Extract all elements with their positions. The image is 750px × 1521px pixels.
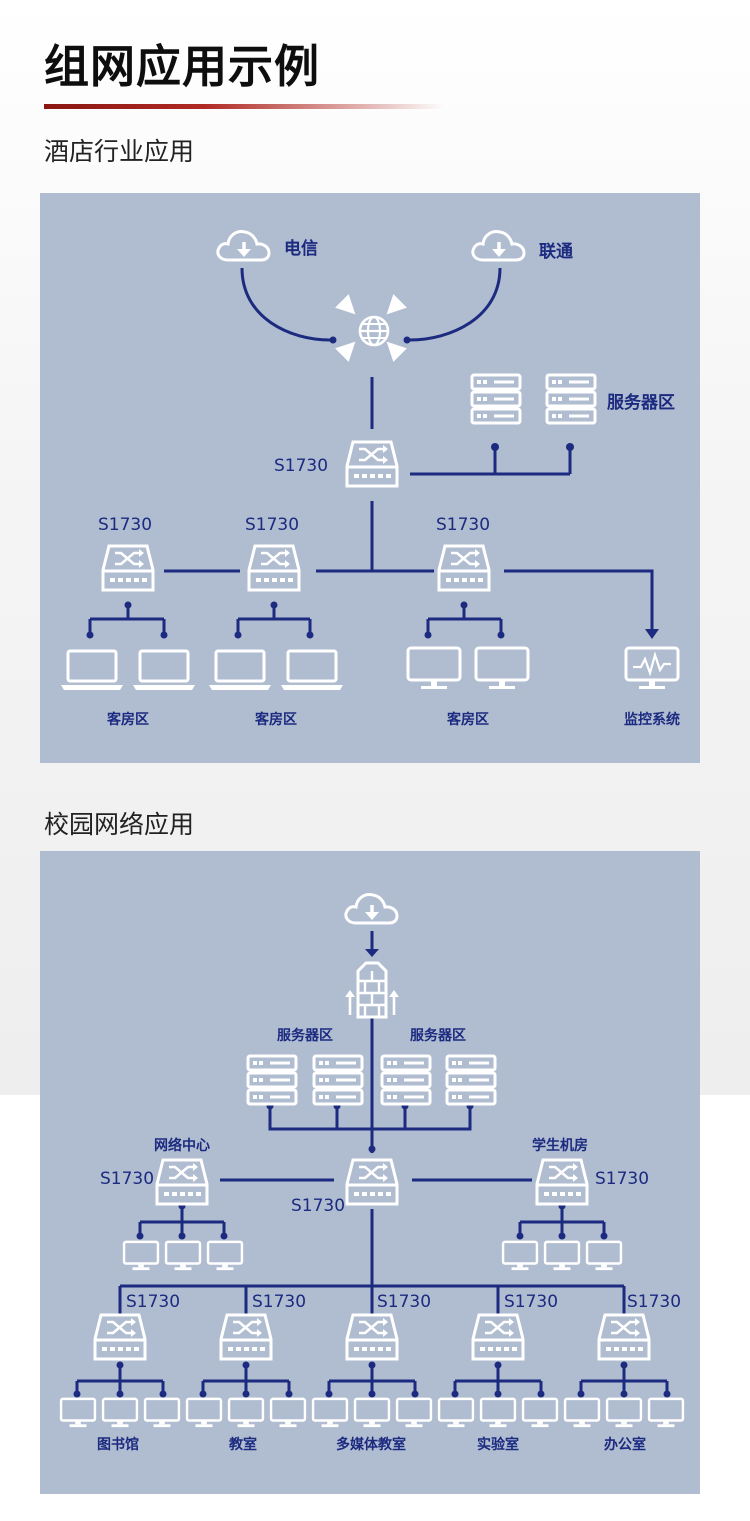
hotel-section-title: 酒店行业应用 (44, 137, 195, 166)
firewall-icon (343, 961, 401, 1019)
monitoring-screen-icon (624, 646, 680, 691)
lab-switch-icon (535, 1158, 589, 1206)
campus-server-zone-label-left: 服务器区 (277, 1027, 333, 1044)
branch-switch-label: S1730 (252, 1292, 306, 1312)
campus-core-switch-icon (345, 1158, 399, 1206)
campus-server-icon-3 (380, 1054, 432, 1106)
lab-switch-label: S1730 (595, 1169, 649, 1189)
network-center-label: 网络中心 (154, 1137, 210, 1154)
telecom-label: 电信 (284, 238, 318, 259)
campus-server-icon-4 (445, 1054, 497, 1106)
center-switch-icon (155, 1158, 209, 1206)
desktop-icon (605, 1397, 643, 1429)
laptop-icon (280, 649, 344, 692)
hotel-server-icon-1 (470, 373, 522, 425)
hotel-server-icon-2 (545, 373, 597, 425)
desktop-icon (311, 1397, 349, 1429)
branch-switch-icon (93, 1313, 147, 1361)
desktop-icon (143, 1397, 181, 1429)
desktop-icon (206, 1240, 244, 1272)
hotel-switch-left-icon (101, 544, 155, 592)
desktop-icon (227, 1397, 265, 1429)
desktop-icon (395, 1397, 433, 1429)
desktop-icon (474, 646, 530, 691)
branch-switch-icon (597, 1313, 651, 1361)
campus-diagram: 服务器区 服务器区 网络中心 学生机房 S1730 S1730 S1730 S1… (40, 851, 700, 1494)
branch-label: 图书馆 (97, 1436, 139, 1453)
room-zone-label-3: 客房区 (446, 711, 489, 728)
branch-switch-icon (219, 1313, 273, 1361)
branch-switch-label: S1730 (377, 1292, 431, 1312)
desktop-icon (563, 1397, 601, 1429)
room-zone-label-2: 客房区 (254, 711, 297, 728)
branch-office: S1730 办公室 (563, 1286, 685, 1453)
desktop-icon (353, 1397, 391, 1429)
branch-switch-label: S1730 (126, 1292, 180, 1312)
desktop-icon (543, 1240, 581, 1272)
desktop-icon (164, 1240, 202, 1272)
branch-lab: S1730 实验室 (437, 1286, 559, 1453)
unicom-link (409, 267, 502, 342)
laptop-icon (60, 649, 124, 692)
branch-label: 实验室 (477, 1436, 519, 1453)
room-zone-label-1: 客房区 (106, 711, 149, 728)
page-title: 组网应用示例 (44, 40, 321, 93)
branch-switch-icon (471, 1313, 525, 1361)
campus-server-zone-label-right: 服务器区 (410, 1027, 466, 1044)
hotel-switch-left-label: S1730 (98, 515, 152, 535)
branch-multimedia: S1730 多媒体教室 (311, 1286, 433, 1453)
desktop-icon (185, 1397, 223, 1429)
monitoring-label: 监控系统 (624, 711, 680, 728)
branch-switch-icon (345, 1313, 399, 1361)
telecom-link (240, 267, 331, 342)
branch-switch-label: S1730 (627, 1292, 681, 1312)
desktop-icon (647, 1397, 685, 1429)
hotel-diagram: 电信 联通 服务器区 S1730 S1730 S1730 S1730 客房区 客… (40, 193, 700, 763)
desktop-icon (501, 1240, 539, 1272)
telecom-cloud-icon (216, 229, 271, 262)
center-switch-label: S1730 (100, 1169, 154, 1189)
internet-globe-icon (335, 294, 407, 362)
laptop-icon (208, 649, 272, 692)
hotel-switch-right-icon (437, 544, 491, 592)
desktop-icon (101, 1397, 139, 1429)
hotel-switch-mid-label: S1730 (245, 515, 299, 535)
laptop-icon (132, 649, 196, 692)
student-lab-label: 学生机房 (532, 1137, 588, 1154)
desktop-icon (437, 1397, 475, 1429)
branch-switch-label: S1730 (504, 1292, 558, 1312)
branch-library: S1730 图书馆 (59, 1286, 181, 1453)
internet-cloud-icon (344, 892, 399, 925)
campus-core-switch-label: S1730 (291, 1196, 345, 1216)
title-underline (44, 104, 444, 109)
hotel-switch-right-label: S1730 (436, 515, 490, 535)
desktop-icon (585, 1240, 623, 1272)
campus-server-icon-2 (312, 1054, 364, 1106)
desktop-icon (406, 646, 462, 691)
desktop-icon (521, 1397, 559, 1429)
desktop-icon (479, 1397, 517, 1429)
hotel-core-switch-label: S1730 (274, 456, 328, 476)
desktop-icon (122, 1240, 160, 1272)
desktop-icon (59, 1397, 97, 1429)
campus-server-icon-1 (246, 1054, 298, 1106)
hotel-server-zone-label: 服务器区 (607, 392, 675, 413)
branch-label: 教室 (229, 1436, 257, 1453)
unicom-cloud-icon (471, 229, 526, 262)
branch-classroom: S1730 教室 (185, 1286, 307, 1453)
desktop-icon (269, 1397, 307, 1429)
hotel-switch-mid-icon (247, 544, 301, 592)
branch-label: 多媒体教室 (336, 1436, 406, 1453)
campus-section-title: 校园网络应用 (44, 810, 195, 839)
hotel-core-switch-icon (345, 440, 399, 488)
branch-label: 办公室 (604, 1436, 646, 1453)
unicom-label: 联通 (539, 242, 573, 262)
